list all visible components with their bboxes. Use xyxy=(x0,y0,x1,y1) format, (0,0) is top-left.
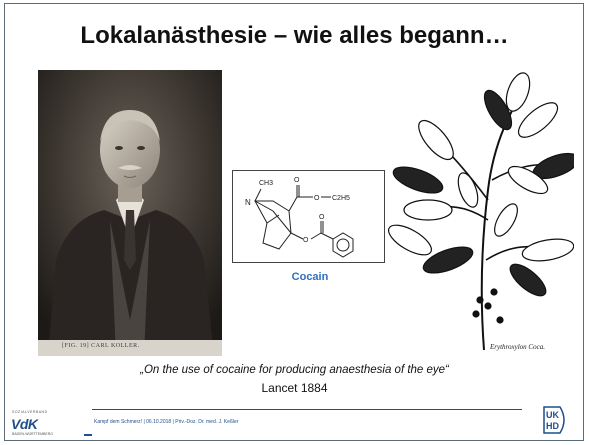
slide-frame xyxy=(4,3,584,441)
slide-title: Lokalanästhesie – wie alles begann… xyxy=(80,22,509,49)
source-citation: Lancet 1884 xyxy=(261,381,328,395)
footer-text: Kampf dem Schmerz! | 06.10.2018 | Priv.-… xyxy=(94,419,239,425)
formula-ch3: CH3 xyxy=(259,180,273,187)
formula-o-benzoyl: O xyxy=(319,214,325,221)
cocain-label: Cocain xyxy=(291,271,329,283)
coca-plant-illustration xyxy=(388,70,580,354)
formula-c2h5: C2H5 xyxy=(332,195,350,202)
uk-hd-logo-line2: HD xyxy=(546,421,559,431)
uk-hd-logo-icon: UK HD xyxy=(542,405,568,435)
vdk-logo-top-text: SOZIALVERBAND xyxy=(12,410,48,414)
plant-caption: Erythroxylon Coca. xyxy=(490,343,545,351)
cocaine-structure-diagram: N CH3 O O C2H5 O O xyxy=(245,177,354,258)
vdk-logo: VdK xyxy=(11,416,38,432)
formula-o-carbonyl: O xyxy=(294,177,300,184)
quote: „On the use of cocaine for producing ana… xyxy=(140,364,449,376)
uk-hd-logo-line1: UK xyxy=(546,410,559,420)
photo-caption: [FIG. 19] CARL KOLLER. xyxy=(62,343,140,349)
vdk-logo-sub-text: BADEN-WÜRTTEMBERG xyxy=(12,432,53,436)
portrait-illustration xyxy=(38,70,222,356)
coca-plant-drawing xyxy=(388,72,580,351)
uk-hd-logo-graphic: UK HD xyxy=(543,406,565,434)
cocaine-structure-box: N CH3 O O C2H5 O O xyxy=(232,170,385,263)
formula-n: N xyxy=(245,198,251,207)
vdk-mark xyxy=(84,434,92,436)
footer-rule xyxy=(92,409,522,410)
formula-o-benzoate: O xyxy=(303,237,309,244)
portrait-photo: [FIG. 19] CARL KOLLER. xyxy=(38,70,222,356)
formula-o-ester: O xyxy=(314,195,320,202)
